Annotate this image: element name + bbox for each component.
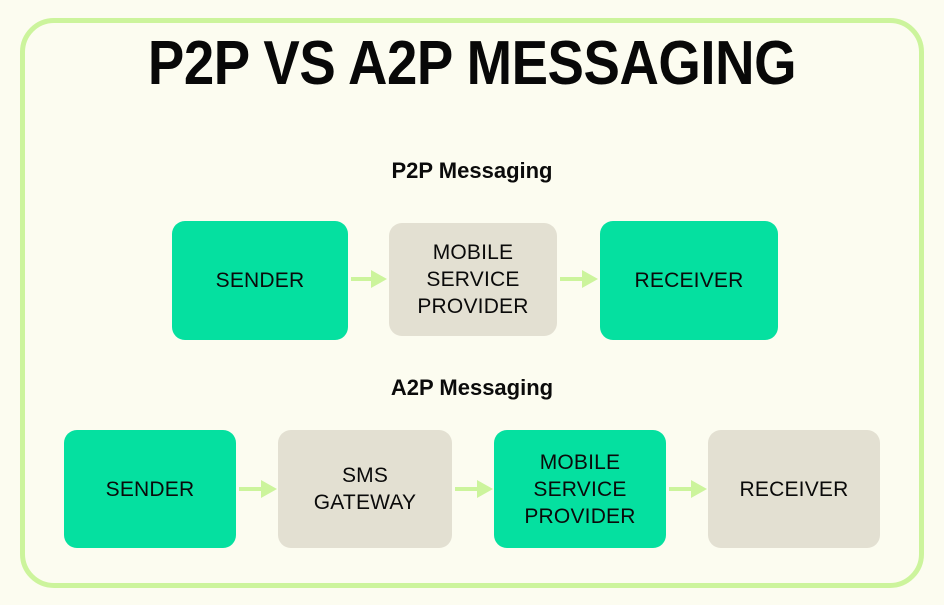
outer-frame-border: [20, 18, 924, 588]
section-heading-a2p: A2P Messaging: [390, 375, 554, 400]
node-a2p-sender[interactable]: SENDER: [64, 430, 236, 548]
arrow-a2p-gateway-to-provider: [455, 480, 493, 498]
arrow-p2p-sender-to-provider: [351, 270, 387, 288]
section-heading-p2p: P2P Messaging: [391, 158, 553, 183]
node-p2p-receiver[interactable]: RECEIVER: [600, 221, 778, 340]
node-p2p-mobile-service-provider[interactable]: MOBILE SERVICE PROVIDER: [389, 223, 557, 336]
node-a2p-receiver[interactable]: RECEIVER: [708, 430, 880, 548]
arrow-a2p-provider-to-receiver: [669, 480, 707, 498]
page-title: P2P VS A2P MESSAGING: [147, 29, 797, 98]
node-p2p-sender[interactable]: SENDER: [172, 221, 348, 340]
arrow-a2p-sender-to-gateway: [239, 480, 277, 498]
arrow-p2p-provider-to-receiver: [560, 270, 598, 288]
node-a2p-mobile-service-provider[interactable]: MOBILE SERVICE PROVIDER: [494, 430, 666, 548]
node-a2p-sms-gateway[interactable]: SMS GATEWAY: [278, 430, 452, 548]
